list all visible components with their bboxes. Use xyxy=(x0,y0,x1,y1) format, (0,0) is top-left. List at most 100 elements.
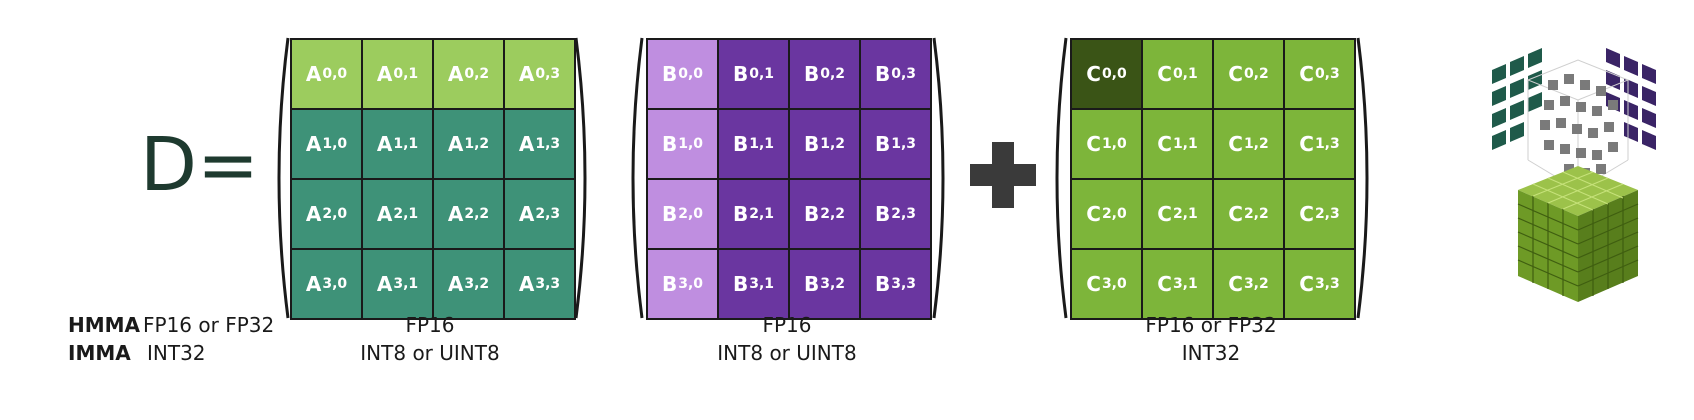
cell-letter: B xyxy=(732,62,749,86)
c-hmma-type: FP16 or FP32 xyxy=(1145,313,1277,337)
cell-index: 2,2 xyxy=(1243,206,1269,222)
cell-index: 1,0 xyxy=(678,136,704,152)
matrix-b-right-paren xyxy=(932,36,954,320)
cell-letter: A xyxy=(518,272,535,296)
cell-letter: C xyxy=(1299,62,1314,86)
cell-index: 1,2 xyxy=(464,136,490,152)
cell-index: 0,3 xyxy=(535,66,561,82)
cell-index: 2,1 xyxy=(1172,206,1198,222)
a-imma-type: INT8 or UINT8 xyxy=(360,341,500,365)
cell-index: 3,2 xyxy=(464,276,490,292)
cell-letter: A xyxy=(518,62,535,86)
cell-index: 1,1 xyxy=(1172,136,1198,152)
cell-letter: A xyxy=(305,272,322,296)
cell-index: 0,3 xyxy=(891,66,917,82)
matrix-b-left-paren xyxy=(622,36,644,320)
cell-index: 3,0 xyxy=(678,276,704,292)
matrix-c-left-paren xyxy=(1046,36,1068,320)
cell-letter: A xyxy=(518,202,535,226)
cell-index: 1,2 xyxy=(1243,136,1269,152)
cell-index: 3,3 xyxy=(891,276,917,292)
cell-letter: B xyxy=(803,272,820,296)
cell-index: 0,2 xyxy=(464,66,490,82)
cell-letter: A xyxy=(518,132,535,156)
cell-index: 1,0 xyxy=(322,136,348,152)
cell-letter: A xyxy=(305,62,322,86)
cell-letter: B xyxy=(803,202,820,226)
b-hmma-type: FP16 xyxy=(762,313,812,337)
cell-letter: B xyxy=(803,132,820,156)
cell-index: 1,3 xyxy=(891,136,917,152)
cell-index: 1,3 xyxy=(1314,136,1340,152)
cell-letter: C xyxy=(1157,62,1172,86)
cell-index: 0,0 xyxy=(678,66,704,82)
cell-letter: C xyxy=(1228,202,1243,226)
cell-letter: A xyxy=(447,272,464,296)
cell-letter: B xyxy=(803,62,820,86)
cell-letter: A xyxy=(447,62,464,86)
cell-index: 3,3 xyxy=(1314,276,1340,292)
b-imma-type: INT8 or UINT8 xyxy=(717,341,857,365)
cell-letter: B xyxy=(874,272,891,296)
cell-letter: C xyxy=(1228,62,1243,86)
cell-letter: C xyxy=(1228,272,1243,296)
d-imma-type: INT32 xyxy=(147,341,206,365)
cell-index: 0,0 xyxy=(1101,66,1127,82)
cell-letter: C xyxy=(1157,272,1172,296)
cell-index: 0,1 xyxy=(1172,66,1198,82)
matrix-a-right-paren xyxy=(574,36,596,320)
result-label-d: D= xyxy=(140,122,259,208)
cell-letter: C xyxy=(1157,202,1172,226)
cell-index: 2,0 xyxy=(322,206,348,222)
cell-index: 2,0 xyxy=(1101,206,1127,222)
cell-letter: C xyxy=(1086,62,1101,86)
cell-letter: B xyxy=(874,202,891,226)
cell-letter: C xyxy=(1086,202,1101,226)
cell-letter: B xyxy=(732,272,749,296)
cell-letter: A xyxy=(376,62,393,86)
cell-index: 3,1 xyxy=(749,276,775,292)
cell-index: 2,2 xyxy=(820,206,846,222)
c-imma-type: INT32 xyxy=(1181,341,1241,365)
cell-index: 1,3 xyxy=(535,136,561,152)
